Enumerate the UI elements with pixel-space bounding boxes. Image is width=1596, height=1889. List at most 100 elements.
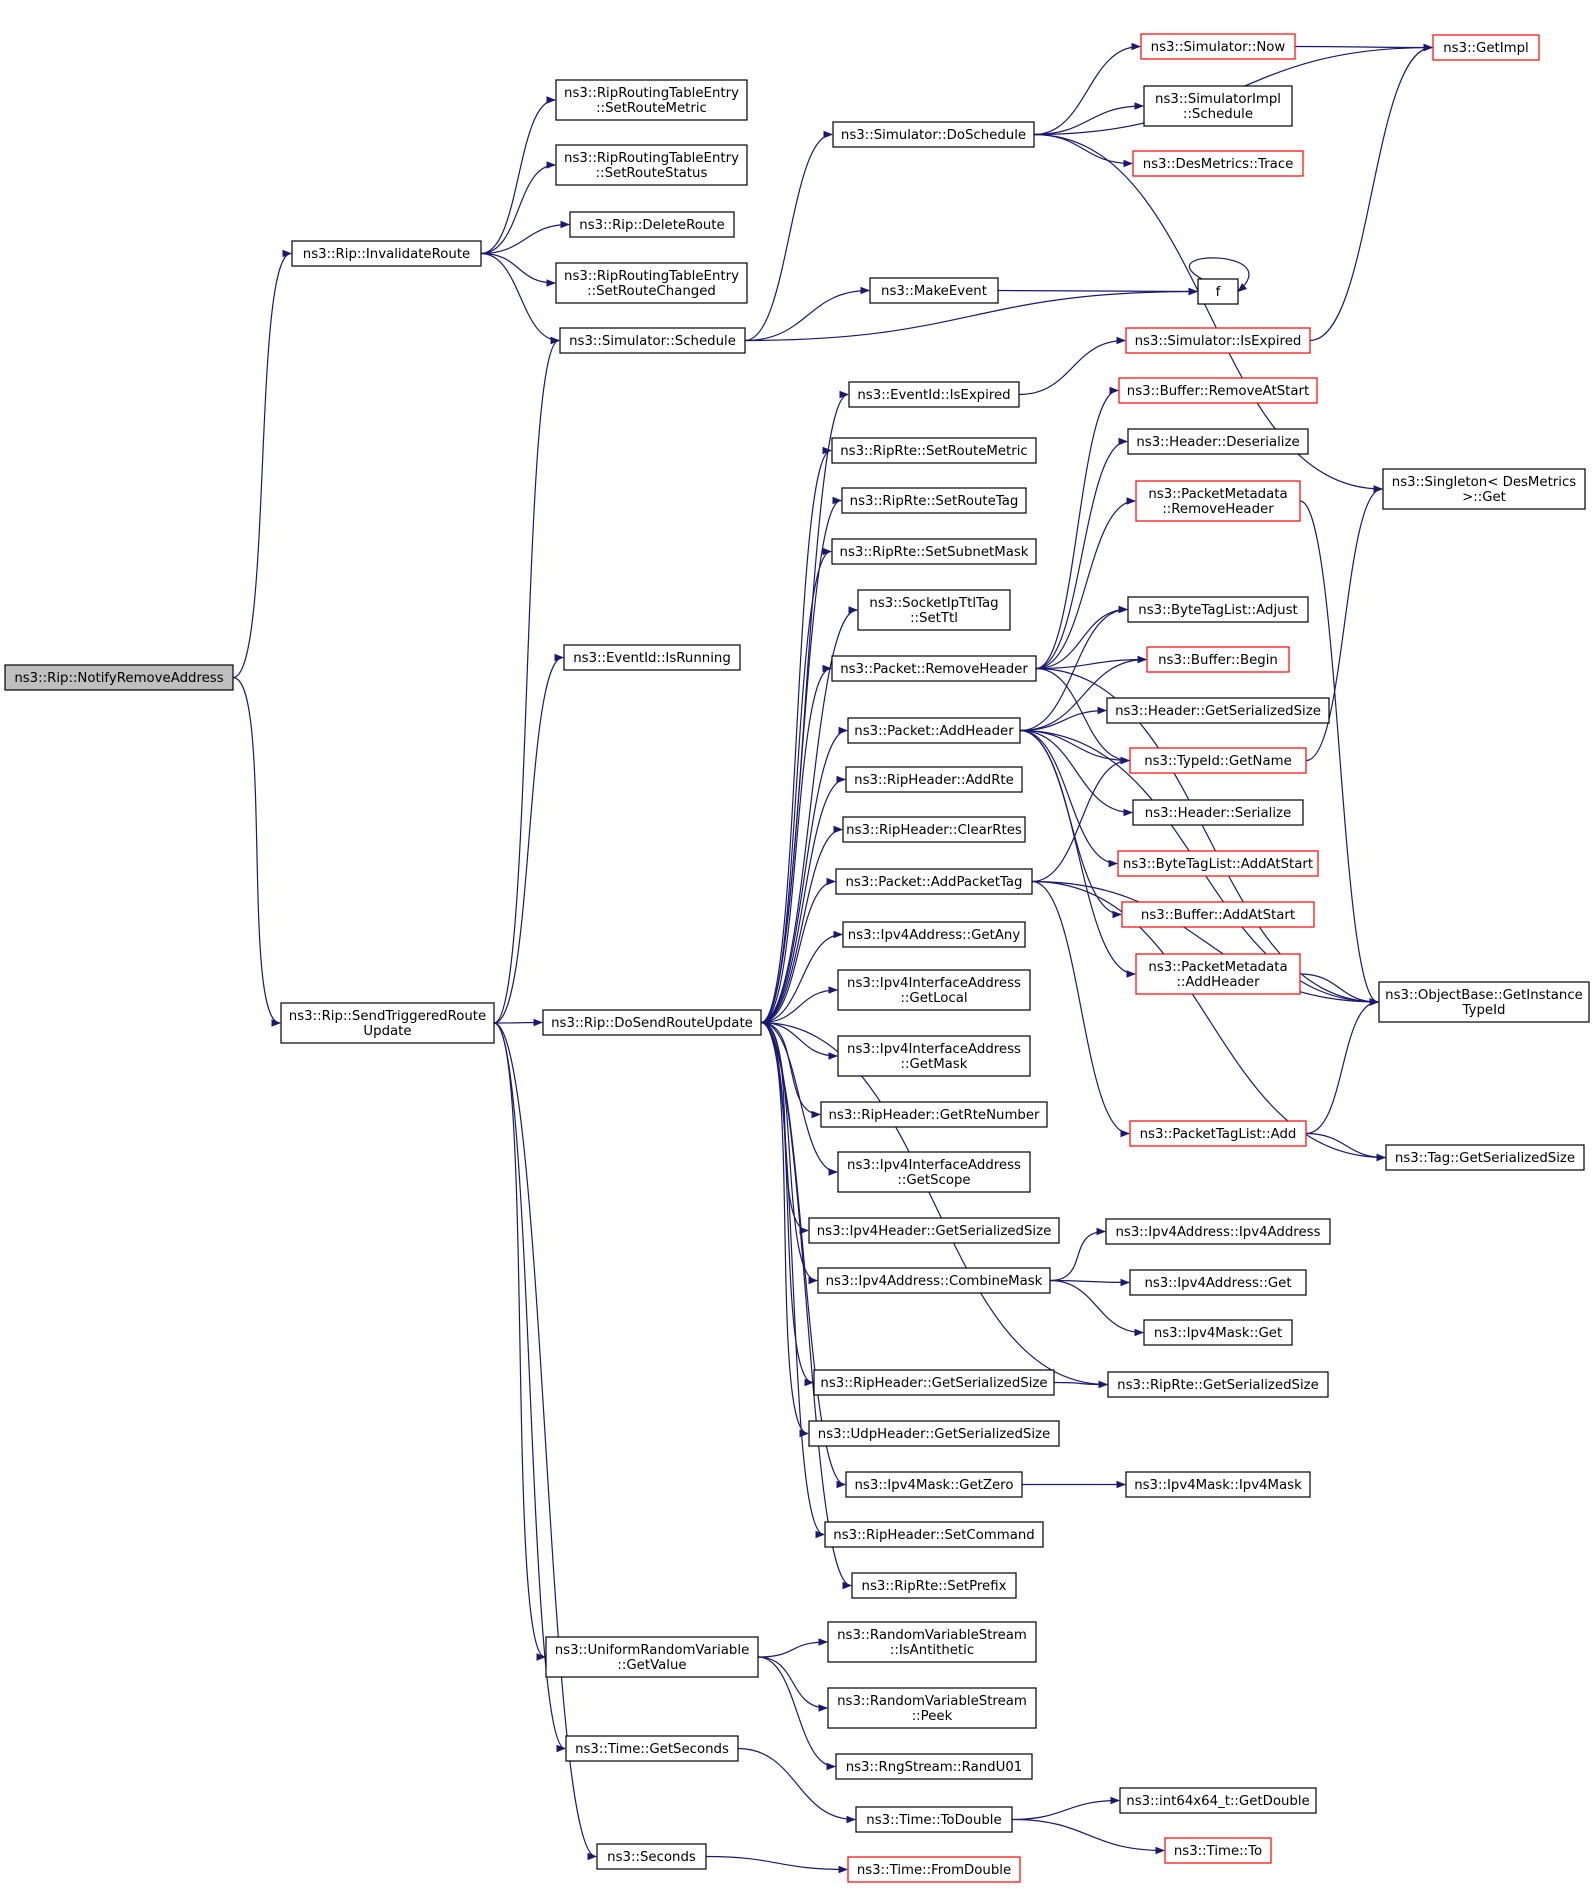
node-schedule[interactable]: ns3::Simulator::Schedule <box>559 327 746 354</box>
node-box <box>1107 1371 1329 1398</box>
node-btlAddAtStart[interactable]: ns3::ByteTagList::AddAtStart <box>1117 850 1319 877</box>
node-pktRemHdr[interactable]: ns3::Packet::RemoveHeader <box>831 655 1037 682</box>
node-maskGetZero[interactable]: ns3::Ipv4Mask::GetZero <box>845 1471 1023 1498</box>
node-i64GetDouble[interactable]: ns3::int64x64_t::GetDouble <box>1119 1787 1317 1814</box>
node-ripRteSize[interactable]: ns3::RipRte::GetSerializedSize <box>1107 1371 1329 1398</box>
node-box <box>1127 596 1309 623</box>
node-timeGetSec[interactable]: ns3::Time::GetSeconds <box>565 1735 739 1762</box>
node-ipv4AddrGet[interactable]: ns3::Ipv4Address::Get <box>1129 1269 1307 1296</box>
node-label: ns3::RngStream::RandU01 <box>846 1760 1023 1775</box>
node-ipv4GetAny[interactable]: ns3::Ipv4Address::GetAny <box>842 921 1026 948</box>
node-box <box>4 664 234 691</box>
node-deleteRoute[interactable]: ns3::Rip::DeleteRoute <box>569 211 735 238</box>
node-timeToDouble[interactable]: ns3::Time::ToDouble <box>855 1806 1013 1833</box>
node-label: ::GetScope <box>897 1173 970 1188</box>
node-urvGet[interactable]: ns3::UniformRandomVariable::GetValue <box>545 1636 759 1678</box>
node-rngRand[interactable]: ns3::RngStream::RandU01 <box>835 1753 1033 1780</box>
edge-sendTrig-to-schedule <box>493 336 560 1024</box>
node-timeTo[interactable]: ns3::Time::To <box>1164 1837 1272 1864</box>
node-rvsPeek[interactable]: ns3::RandomVariableStream::Peek <box>827 1687 1037 1729</box>
node-rteSetStatus[interactable]: ns3::RipRoutingTableEntry::SetRouteStatu… <box>555 144 748 186</box>
node-tagSerSize[interactable]: ns3::Tag::GetSerializedSize <box>1385 1144 1585 1171</box>
node-rteSetMetric[interactable]: ns3::RipRoutingTableEntry::SetRouteMetri… <box>555 79 748 121</box>
node-ifaGetMask[interactable]: ns3::Ipv4InterfaceAddress::GetMask <box>837 1035 1031 1077</box>
node-box <box>857 589 1011 631</box>
node-desTrace[interactable]: ns3::DesMetrics::Trace <box>1132 150 1304 177</box>
node-label: ::SetRouteChanged <box>587 284 716 299</box>
edge-pktAddTag-to-ptlAdd <box>1031 880 1130 1138</box>
node-ripHdrSize[interactable]: ns3::RipHeader::GetSerializedSize <box>813 1369 1055 1396</box>
node-bufAddAtStart[interactable]: ns3::Buffer::AddAtStart <box>1121 901 1315 928</box>
node-box <box>820 1101 1048 1128</box>
node-ripHdrClear[interactable]: ns3::RipHeader::ClearRtes <box>842 816 1026 843</box>
node-label: ::IsAntithetic <box>890 1643 974 1658</box>
node-label: ::SetTtl <box>910 611 958 626</box>
node-ifaGetLocal[interactable]: ns3::Ipv4InterfaceAddress::GetLocal <box>837 969 1031 1011</box>
node-box <box>837 1151 1031 1193</box>
node-ripRteSetMetric[interactable]: ns3::RipRte::SetRouteMetric <box>831 437 1037 464</box>
node-ripHdrAddRte[interactable]: ns3::RipHeader::AddRte <box>845 766 1023 793</box>
node-evIsRunning[interactable]: ns3::EventId::IsRunning <box>563 644 741 671</box>
node-makeEvent[interactable]: ns3::MakeEvent <box>869 277 999 304</box>
node-pktAddHdr[interactable]: ns3::Packet::AddHeader <box>847 717 1021 744</box>
node-f[interactable]: f <box>1197 278 1239 305</box>
node-ipv4AddrCtor[interactable]: ns3::Ipv4Address::Ipv4Address <box>1105 1218 1331 1245</box>
node-box <box>1197 278 1239 305</box>
edge-invalidate-to-deleteRoute <box>480 220 570 255</box>
node-ripHdrSetCmd[interactable]: ns3::RipHeader::SetCommand <box>824 1521 1044 1548</box>
node-pmAddHdr[interactable]: ns3::PacketMetadata::AddHeader <box>1135 953 1301 995</box>
edge-doSend-to-ripRteSetTag <box>760 496 842 1024</box>
node-rteSetChanged[interactable]: ns3::RipRoutingTableEntry::SetRouteChang… <box>555 262 748 304</box>
edge-sendTrig-to-urvGet <box>493 1022 546 1661</box>
node-doSchedule[interactable]: ns3::Simulator::DoSchedule <box>832 121 1035 148</box>
node-btlAdjust[interactable]: ns3::ByteTagList::Adjust <box>1127 596 1309 623</box>
node-ipv4HdrSize[interactable]: ns3::Ipv4Header::GetSerializedSize <box>808 1217 1060 1244</box>
node-label: ns3::RipRte::SetPrefix <box>862 1579 1007 1594</box>
node-ripRteSetMask[interactable]: ns3::RipRte::SetSubnetMask <box>831 538 1037 565</box>
node-ipv4Combine[interactable]: ns3::Ipv4Address::CombineMask <box>817 1267 1051 1294</box>
node-pktAddTag[interactable]: ns3::Packet::AddPacketTag <box>835 868 1033 895</box>
node-maskGet[interactable]: ns3::Ipv4Mask::Get <box>1143 1319 1293 1346</box>
node-udpHdrSize[interactable]: ns3::UdpHeader::GetSerializedSize <box>808 1420 1060 1447</box>
edge-urvGet-to-rvsIsAnti <box>757 1638 828 1658</box>
node-box <box>1146 646 1290 673</box>
node-label: ns3::ObjectBase::GetInstance <box>1385 988 1583 1003</box>
node-hdrDeser[interactable]: ns3::Header::Deserialize <box>1127 428 1309 455</box>
node-pmRemHdr[interactable]: ns3::PacketMetadata::RemoveHeader <box>1135 480 1301 522</box>
node-label: ns3::Packet::AddPacketTag <box>846 875 1023 890</box>
node-label: ns3::RandomVariableStream <box>837 1628 1027 1643</box>
edge-pktAddHdr-to-btlAddAtStart <box>1019 729 1118 868</box>
node-seconds[interactable]: ns3::Seconds <box>596 1843 707 1870</box>
node-box <box>1129 1269 1307 1296</box>
node-timeFromDouble[interactable]: ns3::Time::FromDouble <box>847 1856 1021 1883</box>
node-simImplSched[interactable]: ns3::SimulatorImpl::Schedule <box>1143 85 1293 127</box>
node-simNow[interactable]: ns3::Simulator::Now <box>1140 33 1296 60</box>
edge-invalidate-to-rteSetStatus <box>480 161 556 255</box>
node-ifaGetScope[interactable]: ns3::Ipv4InterfaceAddress::GetScope <box>837 1151 1031 1193</box>
node-label: ns3::Buffer::Begin <box>1158 653 1278 668</box>
node-ripRteSetTag[interactable]: ns3::RipRte::SetRouteTag <box>841 487 1027 514</box>
node-simIsExpired[interactable]: ns3::Simulator::IsExpired <box>1125 327 1311 354</box>
node-ripRteSetPrefix[interactable]: ns3::RipRte::SetPrefix <box>851 1572 1017 1599</box>
node-bufRemAtStart[interactable]: ns3::Buffer::RemoveAtStart <box>1118 377 1318 404</box>
node-ripHdrRteNum[interactable]: ns3::RipHeader::GetRteNumber <box>820 1101 1048 1128</box>
edge-pmRemHdr-to-obGetTid <box>1299 500 1379 1006</box>
node-rvsIsAnti[interactable]: ns3::RandomVariableStream::IsAntithetic <box>827 1621 1037 1663</box>
node-sockSetTtl[interactable]: ns3::SocketIpTtlTag::SetTtl <box>857 589 1011 631</box>
node-notify[interactable]: ns3::Rip::NotifyRemoveAddress <box>4 664 234 691</box>
node-typeIdName[interactable]: ns3::TypeId::GetName <box>1129 747 1307 774</box>
node-evIsExpired[interactable]: ns3::EventId::IsExpired <box>848 381 1020 408</box>
node-getImpl[interactable]: ns3::GetImpl <box>1432 34 1540 61</box>
node-label: ns3::Packet::RemoveHeader <box>840 662 1028 677</box>
node-hdrSer[interactable]: ns3::Header::Serialize <box>1132 799 1304 826</box>
node-bufBegin[interactable]: ns3::Buffer::Begin <box>1146 646 1290 673</box>
node-invalidate[interactable]: ns3::Rip::InvalidateRoute <box>291 240 482 267</box>
node-ptlAdd[interactable]: ns3::PacketTagList::Add <box>1129 1120 1307 1147</box>
node-singletonGet[interactable]: ns3::Singleton< DesMetrics>::Get <box>1382 468 1586 510</box>
node-hdrSerSize[interactable]: ns3::Header::GetSerializedSize <box>1106 697 1330 724</box>
node-maskCtor[interactable]: ns3::Ipv4Mask::Ipv4Mask <box>1125 1471 1311 1498</box>
edge-doSend-to-ripHdrSetCmd <box>760 1021 825 1539</box>
node-doSend[interactable]: ns3::Rip::DoSendRouteUpdate <box>542 1009 762 1036</box>
